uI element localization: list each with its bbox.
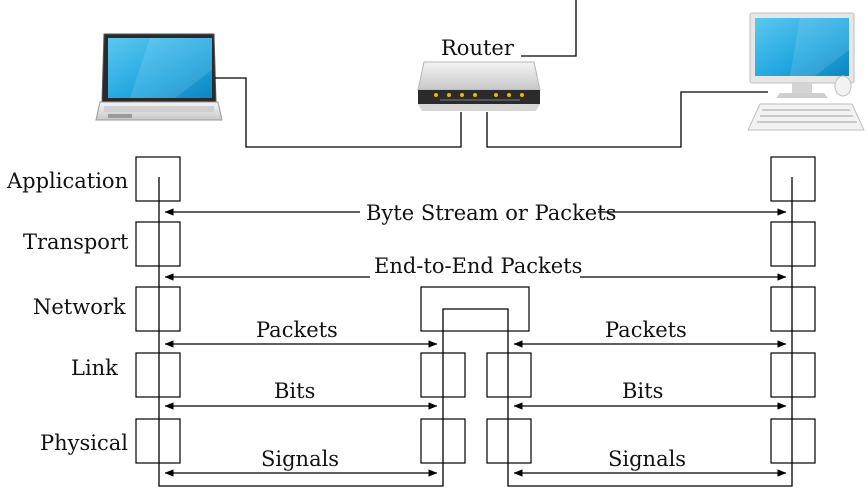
- layer-label-application: Application: [6, 169, 128, 193]
- layer-label-link: Link: [71, 356, 118, 380]
- arrow-label-end-to-end: End-to-End Packets: [374, 254, 582, 278]
- data-path-line: [158, 177, 793, 487]
- router-desktop-wire: [486, 91, 768, 148]
- layer-label-network: Network: [33, 295, 126, 319]
- arrow-label-packets-left: Packets: [256, 318, 338, 342]
- arrow-label-signals-right: Signals: [608, 447, 686, 471]
- laptop-icon: [95, 33, 223, 121]
- router-right-link-box: [486, 352, 532, 398]
- router-stack: [420, 286, 532, 464]
- desktop-computer-icon: [747, 12, 865, 131]
- host-left-network-box: [135, 286, 181, 332]
- arrow-label-byte-stream: Byte Stream or Packets: [366, 201, 616, 225]
- router-label: Router: [441, 36, 515, 60]
- host-left-physical-box: [135, 418, 181, 464]
- router-right-physical-box: [486, 418, 532, 464]
- arrow-label-bits-left: Bits: [274, 379, 315, 403]
- host-right-transport-box: [770, 221, 816, 267]
- arrow-label-packets-right: Packets: [605, 318, 687, 342]
- router-network-box: [420, 286, 530, 332]
- layer-label-physical: Physical: [40, 431, 128, 455]
- host-left-transport-box: [135, 221, 181, 267]
- host-right-stack: [770, 156, 816, 464]
- host-left-application-box: [135, 156, 181, 202]
- host-left-stack: [135, 156, 181, 464]
- arrow-label-signals-left: Signals: [261, 447, 339, 471]
- host-right-network-box: [770, 286, 816, 332]
- router-icon: [417, 61, 541, 111]
- host-right-physical-box: [770, 418, 816, 464]
- arrow-label-bits-right: Bits: [622, 379, 663, 403]
- layer-label-transport: Transport: [23, 230, 129, 254]
- host-right-link-box: [770, 352, 816, 398]
- router-uplink-wire: [521, 0, 577, 57]
- laptop-router-wire: [215, 77, 462, 148]
- host-right-application-box: [770, 156, 816, 202]
- host-left-link-box: [135, 352, 181, 398]
